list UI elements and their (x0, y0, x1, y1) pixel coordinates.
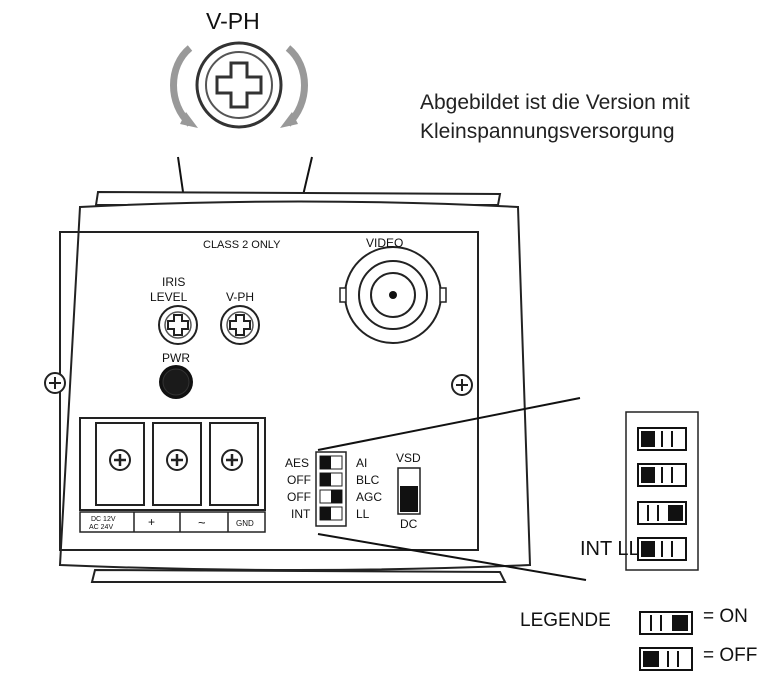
vph-panel-label: V-PH (226, 290, 254, 304)
switch-right-label: AGC (356, 490, 382, 504)
caption-line-1: Abgebildet ist die Version mit (420, 91, 690, 114)
terminal-ac-label: AC 24V (89, 524, 113, 531)
dc-label: DC (400, 517, 418, 531)
switch-right-label: LL (356, 507, 370, 521)
pwr-label: PWR (162, 351, 190, 365)
video-label: VIDEO (366, 236, 403, 250)
legend-label: LEGENDE (520, 610, 611, 631)
iris-level-screw-icon (158, 305, 198, 345)
terminal-gnd-label: GND (236, 519, 254, 528)
vsd-dc-slide-switch (397, 467, 421, 515)
mount-screw-left-icon (44, 372, 66, 394)
dip-switch-zoom (625, 411, 699, 571)
switch-left-label: OFF (287, 490, 311, 504)
vph-screw-small-icon (220, 305, 260, 345)
vph-title: V-PH (206, 8, 260, 34)
terminal-block (79, 417, 266, 533)
terminal-ac-symbol: ~ (198, 515, 206, 530)
switch-left-label: OFF (287, 473, 311, 487)
terminal-dc-label: DC 12V (91, 516, 116, 523)
switch-right-label: AI (356, 456, 367, 470)
terminal-screw-3-icon (221, 449, 243, 471)
legend-on-symbol-icon (639, 611, 693, 635)
vph-screw-large-icon (170, 41, 308, 129)
caption-line-2: Kleinspannungsversorgung (420, 120, 675, 143)
mount-screw-right-icon (451, 374, 473, 396)
legend-off-symbol-icon (639, 647, 693, 671)
switch-right-label: BLC (356, 473, 380, 487)
level-label: LEVEL (150, 290, 188, 304)
zoom-int-ll-label: INT LL (580, 538, 640, 560)
legend-off-text: = OFF (703, 645, 758, 666)
switch-left-label: INT (291, 507, 311, 521)
video-bnc-connector-icon (339, 246, 447, 344)
vsd-label: VSD (396, 451, 421, 465)
terminal-screw-2-icon (166, 449, 188, 471)
legend-on-text: = ON (703, 606, 748, 627)
class2-label: CLASS 2 ONLY (203, 239, 281, 251)
switch-left-label: AES (285, 456, 309, 470)
terminal-plus-label: + (148, 515, 155, 529)
pwr-led-icon (159, 365, 193, 399)
terminal-screw-1-icon (109, 449, 131, 471)
iris-label: IRIS (162, 275, 185, 289)
caption: Abgebildet ist die Version mit Kleinspan… (420, 88, 690, 146)
dip-switch-bank-small (315, 451, 347, 527)
